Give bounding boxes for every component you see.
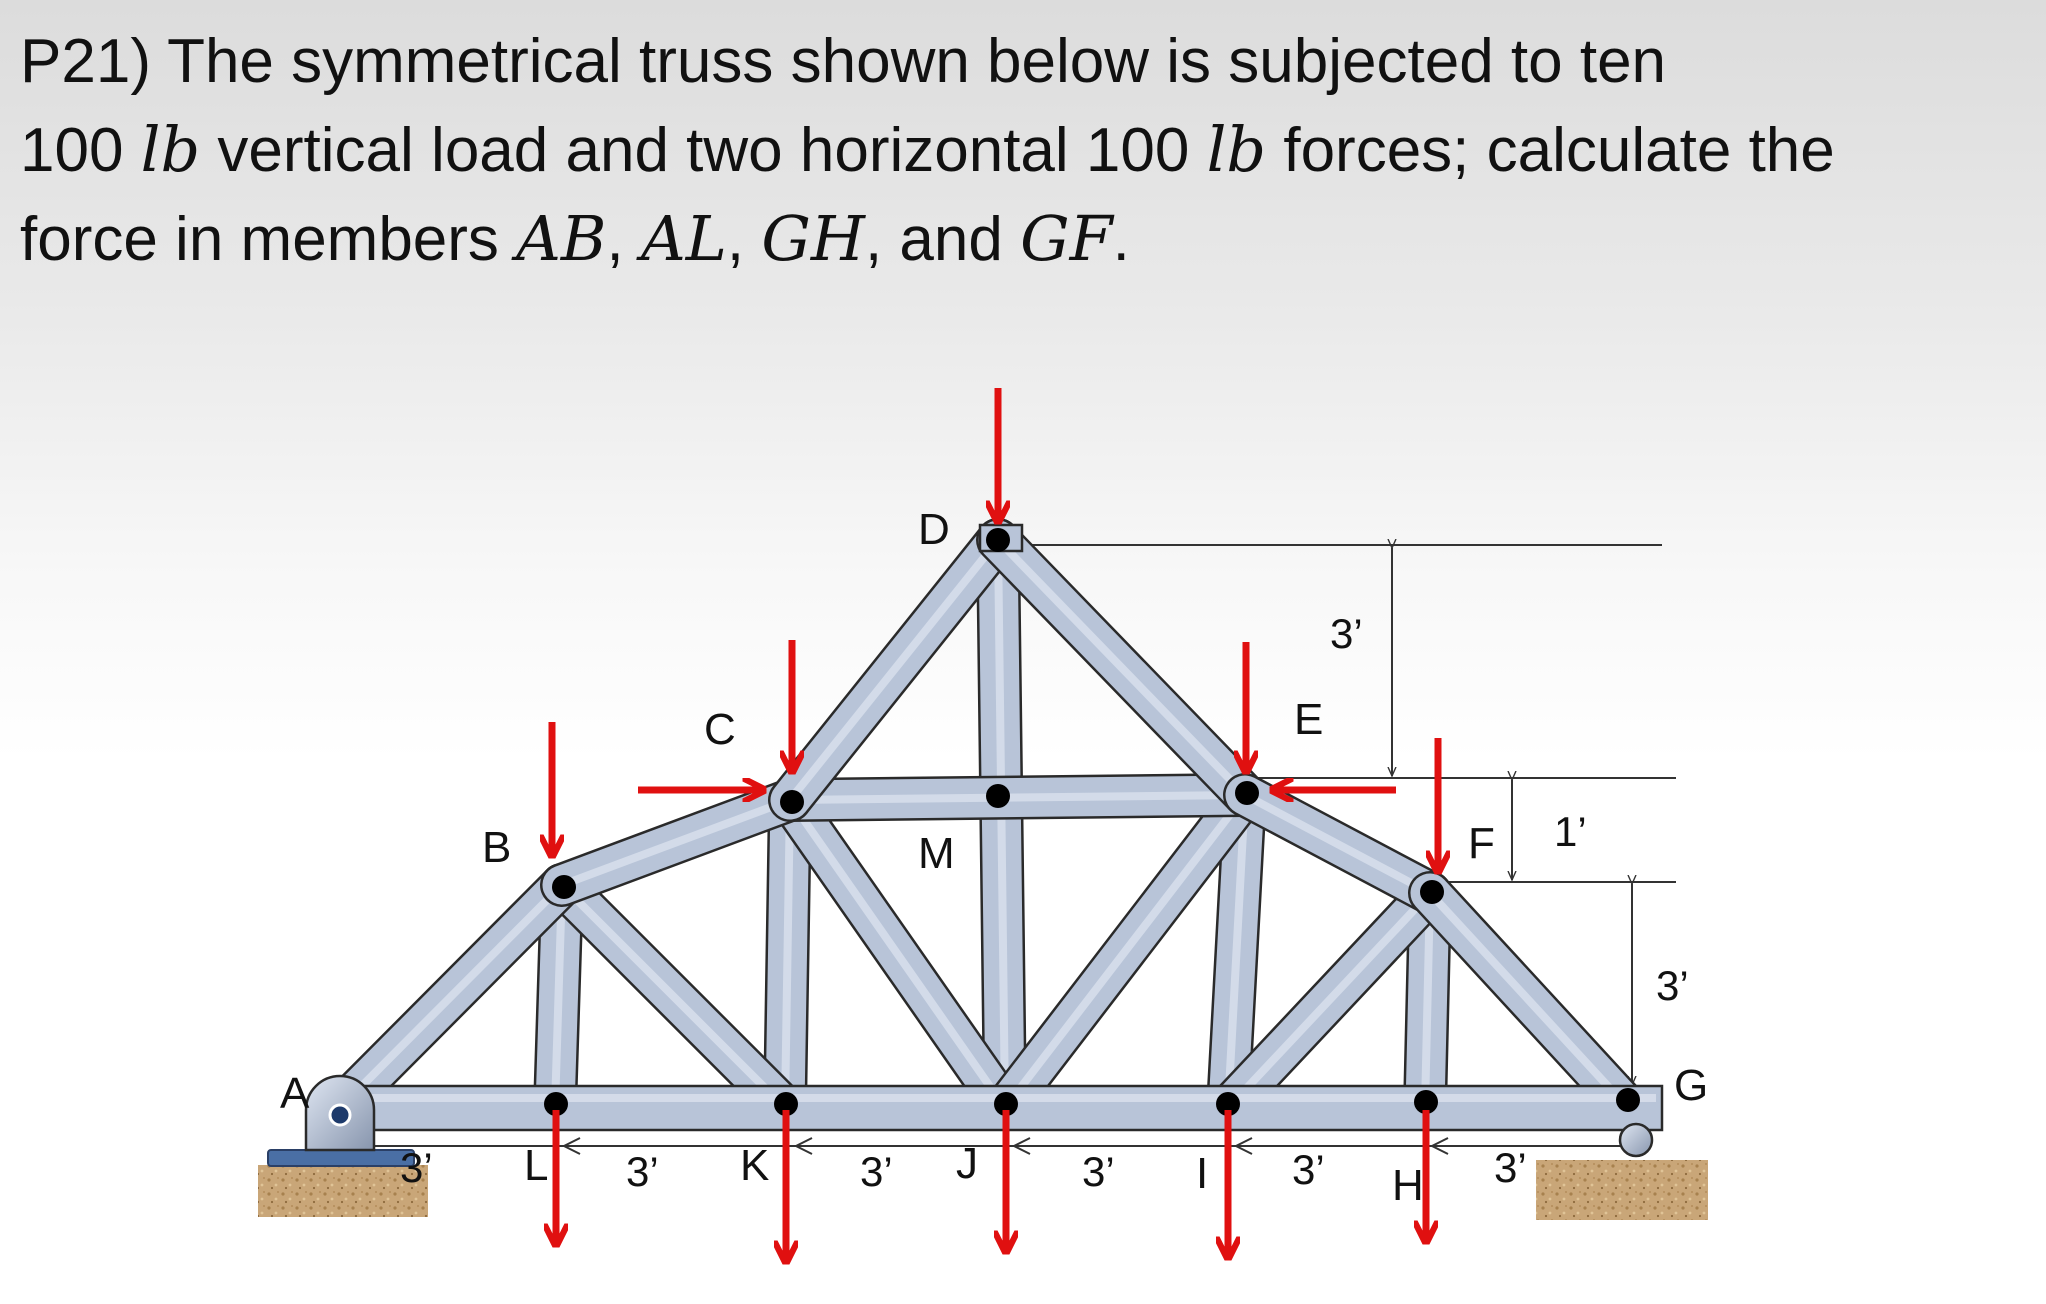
problem-statement: P21) The symmetrical truss shown below i… (20, 18, 2030, 284)
node-label-k: K (740, 1141, 769, 1190)
member-bl-highlight (551, 881, 566, 1112)
joint-b (552, 875, 576, 899)
period: . (1112, 205, 1130, 274)
joint-i (1216, 1092, 1240, 1116)
dim-panel-arrows (349, 1137, 1449, 1155)
node-label-e: E (1294, 695, 1323, 744)
node-labels: D C B E M F A G L K J I H (280, 505, 1708, 1210)
node-label-i: I (1196, 1149, 1208, 1198)
dim-label-panel-1: 3’ (400, 1144, 433, 1191)
dim-tick-3 (793, 1137, 813, 1155)
node-label-d: D (918, 505, 950, 554)
dimension-labels: 3’ 3’ 3’ 3’ 3’ 3’ 3’ 1’ 3’ (400, 610, 1689, 1195)
member-de-highlight (994, 536, 1249, 799)
problem-text-4: force in members (20, 205, 517, 274)
member-gh-label: GH (761, 202, 865, 275)
member-fg-highlight (1426, 889, 1632, 1112)
ground-right (1536, 1160, 1708, 1220)
node-label-l: L (524, 1141, 548, 1190)
member-bk-highlight (558, 881, 789, 1112)
dim-tick-4 (1011, 1137, 1031, 1155)
separator: , (606, 205, 641, 274)
member-ab-label: AB (516, 202, 607, 275)
roller-support-g (1618, 1122, 1654, 1158)
dim-label-panel-3: 3’ (860, 1148, 893, 1195)
dim-label-panel-5: 3’ (1292, 1146, 1325, 1193)
support-base-plate (267, 1149, 415, 1167)
dim-label-rise-fg: 3’ (1656, 962, 1689, 1009)
dim-label-panel-2: 3’ (626, 1148, 659, 1195)
unit-lb-1: lb (140, 113, 201, 186)
joint-c (780, 790, 804, 814)
member-fh-highlight (1421, 889, 1434, 1112)
joint-j (994, 1092, 1018, 1116)
joint-h (1414, 1090, 1438, 1114)
unit-lb-2: lb (1206, 113, 1267, 186)
joint-e (1235, 781, 1259, 805)
joint-k (774, 1092, 798, 1116)
truss-joints (544, 528, 1640, 1116)
dim-tick-2 (561, 1137, 581, 1155)
dim-label-rise-de: 3’ (1330, 610, 1363, 657)
problem-text-3: forces; calculate the (1266, 116, 1835, 185)
joint-f (1420, 880, 1444, 904)
member-cj-highlight (786, 796, 1009, 1112)
joint-m (986, 784, 1010, 808)
problem-text-2: vertical load and two horizontal 100 (200, 116, 1207, 185)
problem-text-1: P21) The symmetrical truss shown below i… (20, 27, 1667, 96)
member-fi-highlight (1224, 889, 1434, 1112)
node-label-h: H (1392, 1161, 1424, 1210)
joint-d (986, 528, 1010, 552)
separator: , (726, 205, 762, 274)
member-bc-highlight (558, 796, 794, 889)
dim-tick-5 (1233, 1137, 1253, 1155)
member-cd-highlight (786, 536, 1002, 804)
dim-label-panel-4: 3’ (1082, 1148, 1115, 1195)
member-al-label: AL (640, 202, 727, 275)
problem-line-2: 100 lb vertical load and two horizontal … (20, 106, 2030, 195)
pin-icon (328, 1103, 352, 1127)
dim-tick-6 (1429, 1137, 1449, 1155)
dim-label-rise-ef: 1’ (1554, 808, 1587, 855)
dim-label-panel-6: 3’ (1494, 1144, 1527, 1191)
node-label-m: M (918, 829, 955, 878)
node-label-a: A (280, 1069, 310, 1118)
joint-l (544, 1092, 568, 1116)
load-value-1: 100 (20, 116, 141, 185)
node-label-c: C (704, 705, 736, 754)
member-gf-label: GF (1020, 202, 1113, 275)
roller-icon (1618, 1122, 1654, 1158)
member-ei-highlight (1224, 791, 1249, 1112)
truss-members (318, 518, 1664, 1132)
problem-line-3: force in members AB, AL, GH, and GF. (20, 195, 2030, 284)
ground-left (258, 1165, 428, 1217)
problem-line-1: P21) The symmetrical truss shown below i… (20, 18, 2030, 106)
member-je-highlight (1001, 791, 1249, 1112)
member-ck-highlight (781, 796, 794, 1112)
node-label-b: B (482, 823, 511, 872)
joint-g (1616, 1088, 1640, 1112)
node-label-j: J (956, 1139, 978, 1188)
member-dj-highlight (994, 536, 1009, 1112)
node-label-g: G (1674, 1061, 1708, 1110)
separator: , and (864, 205, 1021, 274)
node-label-f: F (1468, 819, 1495, 868)
pin-support-a (267, 1074, 415, 1167)
applied-loads (552, 388, 1438, 1262)
member-ab-highlight (336, 881, 566, 1112)
member-ce-highlight (786, 791, 1249, 804)
member-ef-highlight (1241, 791, 1434, 897)
